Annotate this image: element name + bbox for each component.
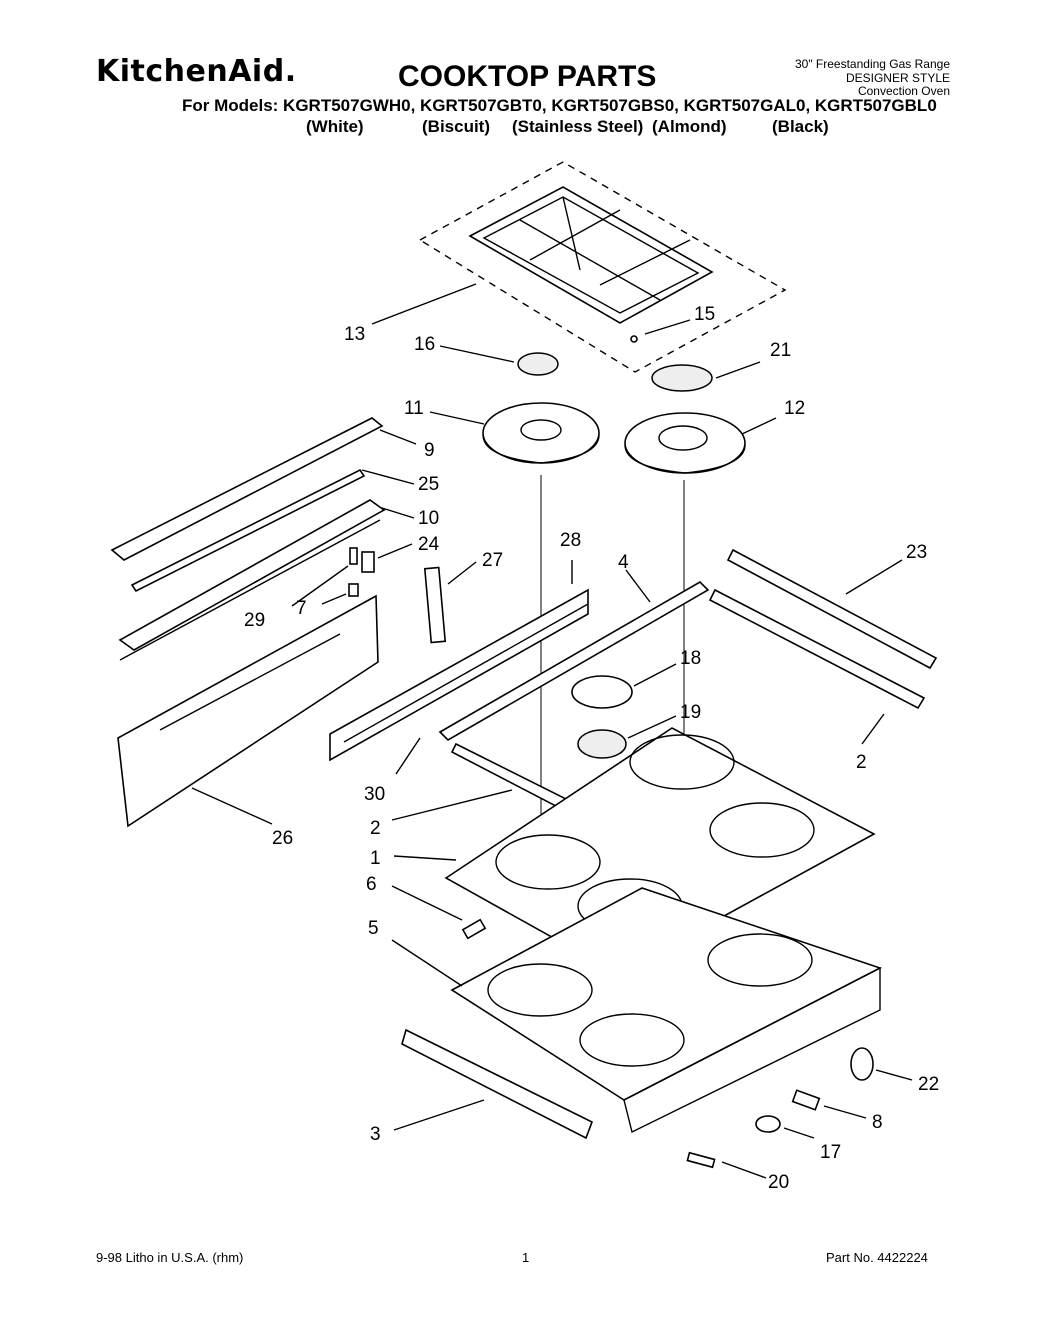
part-electrode-17 [755, 1115, 781, 1133]
part-orifice-20 [686, 1151, 716, 1169]
part-valve-29 [349, 547, 358, 565]
part-burner-box-5 [450, 887, 883, 1134]
part-burner-cap-large [651, 364, 713, 392]
product-line-2: DESIGNER STYLE [845, 71, 950, 85]
callout-4: 4 [618, 552, 629, 573]
callout-23: 23 [906, 542, 927, 563]
part-bar-2-right [708, 588, 926, 710]
part-switch-8 [791, 1089, 821, 1111]
callout-26: 26 [272, 828, 293, 849]
part-bracket-27 [423, 566, 447, 644]
callout-1: 1 [370, 848, 381, 869]
callout-19: 19 [680, 702, 701, 723]
callout-21: 21 [770, 340, 791, 361]
callout-16: 16 [414, 334, 435, 355]
product-line-1: 30" Freestanding Gas Range [794, 57, 950, 71]
callout-13: 13 [344, 324, 365, 345]
callout-6: 6 [366, 874, 377, 895]
footer-page-number: 1 [522, 1250, 530, 1265]
callout-2-right: 2 [856, 752, 867, 773]
callout-2-left: 2 [370, 818, 381, 839]
callout-17: 17 [820, 1142, 841, 1163]
part-burner-base-12 [624, 412, 746, 474]
callout-9: 9 [424, 440, 435, 461]
color-biscuit: (Biscuit) [422, 117, 490, 136]
callout-3: 3 [370, 1124, 381, 1145]
color-almond: (Almond) [652, 117, 727, 136]
product-line-3: Convection Oven [857, 84, 950, 98]
part-burner-18 [571, 675, 633, 709]
models-line: For Models: KGRT507GWH0, KGRT507GBT0, KG… [182, 96, 937, 115]
callout-20: 20 [768, 1172, 789, 1193]
part-strip-28 [329, 588, 589, 762]
footer-litho: 9-98 Litho in U.S.A. (rhm) [96, 1250, 244, 1265]
callout-11: 11 [404, 398, 424, 419]
part-manifold-10 [118, 499, 386, 651]
callout-15: 15 [694, 304, 715, 325]
callout-10: 10 [418, 508, 439, 529]
part-bar-23 [726, 548, 938, 670]
part-trim-3 [401, 1028, 594, 1140]
callout-7: 7 [296, 598, 307, 619]
callout-28: 28 [560, 530, 581, 551]
part-knob-7 [348, 583, 359, 597]
callout-22: 22 [918, 1074, 939, 1095]
part-igniter-22 [850, 1047, 874, 1081]
callout-12: 12 [784, 398, 805, 419]
callout-5: 5 [368, 918, 379, 939]
part-clip-6 [461, 918, 487, 940]
callout-29: 29 [244, 610, 265, 631]
part-grate-assembly [418, 161, 787, 373]
callout-30: 30 [364, 784, 385, 805]
footer-part-number: Part No. 4422224 [826, 1250, 928, 1265]
part-panel-26 [117, 594, 379, 828]
part-burner-cap-small [517, 352, 559, 376]
part-bar-4 [438, 581, 710, 741]
callout-25: 25 [418, 474, 439, 495]
callout-18: 18 [680, 648, 701, 669]
part-rod-25 [130, 468, 366, 593]
part-trim-9 [110, 417, 384, 561]
color-white: (White) [306, 117, 364, 136]
part-bracket-24 [361, 551, 375, 573]
color-stainless: (Stainless Steel) [512, 117, 644, 136]
callout-24: 24 [418, 534, 440, 555]
callout-27: 27 [482, 550, 503, 571]
page-title: COOKTOP PARTS [398, 60, 657, 93]
part-burner-19 [577, 729, 627, 759]
part-burner-base-11 [482, 402, 600, 464]
callout-8: 8 [872, 1112, 883, 1133]
color-black: (Black) [772, 117, 829, 136]
brand-logo: KitchenAid. [96, 54, 297, 89]
